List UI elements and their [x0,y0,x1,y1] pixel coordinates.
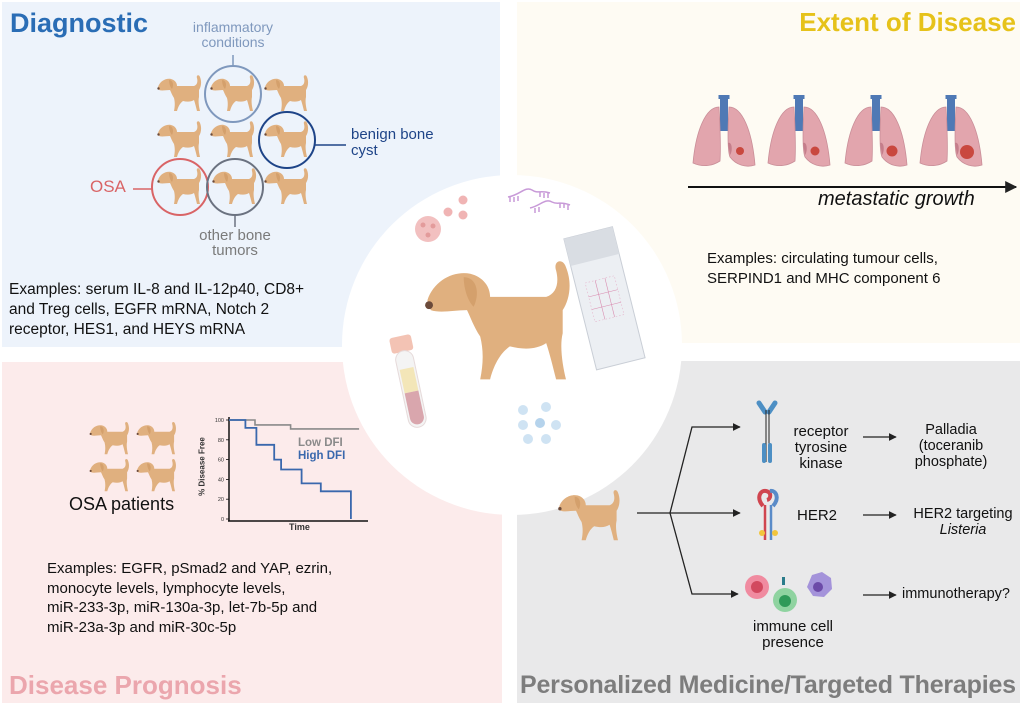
diagnostic-title: Diagnostic [10,8,149,38]
tumour-cells-icon [415,195,468,242]
label-line: HER2 targeting [913,506,1013,522]
label-line: immune cell [752,618,834,635]
example-line: Examples: circulating tumour cells, [707,250,938,267]
branch-arrows [637,423,897,599]
benign-circle [258,111,316,169]
label-line: tyrosine [794,439,848,456]
label-line: benign bone [351,126,434,143]
rna-icon [507,188,571,213]
her2-therapy: HER2 targeting Listeria [906,506,1020,538]
extent-examples: Examples: circulating tumour cells, SERP… [707,249,940,289]
y-tick-label: 20 [218,497,224,503]
y-tick-label: 60 [218,458,224,464]
osa-patients-dogs [89,421,176,492]
blood-tube-icon [389,334,427,428]
immunotherapy-therapy: immunotherapy? [902,586,1010,602]
example-line: Examples: EGFR, pSmad2 and YAP, ezrin, [47,560,333,577]
personalized-dog-icon [558,490,620,541]
km-chart: 0 20 40 60 80 100 [215,417,368,523]
legend-high-dfi: High DFI [298,450,346,462]
immune-cells-icon [745,572,832,612]
label-line: receptor [793,423,849,440]
example-line: monocyte levels, lymphocyte levels, [47,579,286,597]
osa-patients-label: OSA patients [69,494,175,514]
label-line: tumors [212,242,258,259]
lung-icon [692,94,756,167]
her2-label: HER2 [797,507,838,524]
lung-icon [919,94,983,167]
diagnostic-dog-grid [157,75,309,204]
label-line: Palladia [925,422,977,438]
label-line: conditions [201,34,265,50]
label-line: other bone [199,227,271,244]
label-line: Listeria [939,522,987,538]
example-line: receptor, HES1, and HEYS mRNA [9,321,246,338]
personalized-title: Personalized Medicine/Targeted Therapies [520,671,1016,699]
label-line: (toceranib [918,438,984,454]
rtk-label: receptor tyrosine kinase [783,424,859,472]
series-high-dfi [229,419,352,519]
prognosis-examples: Examples: EGFR, pSmad2 and YAP, ezrin, m… [47,559,332,637]
km-ylabel: % Disease Free [197,437,207,496]
km-xlabel: Time [289,522,310,532]
example-line: miR-23a-3p and miR-30c-5p [47,618,237,636]
example-line: and Treg cells, EGFR mRNA, Notch 2 [9,301,270,318]
label-line: kinase [799,455,843,472]
palladia-therapy: Palladia (toceranib phosphate) [906,422,996,470]
prognosis-title: Disease Prognosis [9,670,242,700]
her2-icon [757,488,779,540]
label-line: cyst [351,142,378,159]
example-line: miR-233-3p, miR-130a-3p, let-7b-5p and [47,599,318,616]
center-illustration [389,188,646,444]
y-tick-label: 0 [221,517,224,523]
label-line: phosphate) [914,454,988,470]
lungs-progression [692,94,983,167]
extent-title: Extent of Disease [799,7,1016,37]
y-tick-label: 80 [218,438,224,444]
series-low-dfi [229,419,360,430]
immune-cell-label: immune cell presence [733,619,853,651]
benign-label: benign bone cyst [351,127,434,159]
label-line: inflammatory [192,19,274,35]
inflammatory-label: inflammatory conditions [183,20,283,50]
legend-low-dfi: Low DFI [298,437,343,449]
example-line: Examples: serum IL-8 and IL-12p40, CD8+ [9,281,305,298]
label-line: presence [762,634,824,651]
other-bone-label: other bone tumors [185,228,285,258]
osa-label: OSA [90,177,126,196]
diagnostic-examples: Examples: serum IL-8 and IL-12p40, CD8+ … [9,280,304,340]
y-tick-label: 40 [218,477,224,483]
y-tick-label: 100 [215,418,224,424]
lung-icon [767,94,831,167]
exosomes-icon [518,402,561,444]
receptor-tyrosine-kinase-icon [756,400,778,463]
example-line: SERPIND1 and MHC component 6 [707,270,941,287]
metastatic-growth-label: metastatic growth [818,188,975,210]
lung-icon [844,94,908,167]
microarray-slide-icon [563,226,646,371]
